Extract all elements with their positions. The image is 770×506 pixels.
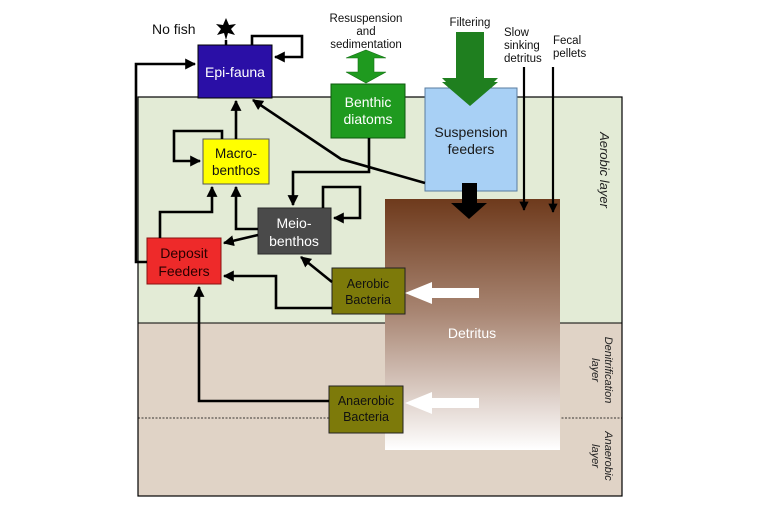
suspension-feeders-label-line2: feeders	[448, 141, 495, 157]
resuspension-label-line2: and	[356, 26, 375, 38]
aerobic-bacteria-to-deposit-feeders-arrow	[222, 270, 332, 310]
node-deposit-feeders: Deposit Feeders	[146, 237, 222, 285]
aerobic-bacteria-to-meiobenthos-arrow	[300, 255, 333, 284]
detritus-label: Detritus	[448, 325, 496, 341]
suspension-feeders-to-epifauna-arrow	[252, 98, 426, 185]
benthic-diatoms-label-line1: Benthic	[345, 94, 392, 110]
node-suspension-feeders: Suspension feeders	[424, 87, 518, 192]
meiobenthos-label-line1: Meio-	[276, 215, 311, 231]
aerobic-layer-label: Aerobic layer	[597, 131, 612, 209]
resuspension-double-arrow-icon	[345, 49, 387, 84]
deposit-feeders-to-macrobenthos-arrow	[158, 185, 218, 238]
deposit-feeders-label-line1: Deposit	[160, 245, 208, 261]
detritus-to-aerobic-bacteria-white-arrow	[405, 282, 479, 304]
slow-sinking-label-line2: sinking	[504, 40, 540, 52]
anaerobic-layer-label-line2: layer	[589, 444, 601, 469]
filtering-label: Filtering	[450, 17, 491, 29]
macrobenthos-label-line1: Macro-	[215, 146, 257, 161]
deposit-feeders-label-line2: Feeders	[158, 263, 209, 279]
meiobenthos-to-macrobenthos-arrow	[230, 185, 258, 231]
benthic-diatoms-to-meiobenthos-arrow	[287, 138, 371, 207]
resuspension-label-line3: sedimentation	[330, 39, 402, 51]
slow-sinking-label-line3: detritus	[504, 53, 542, 65]
denitrification-layer-label-line1: Denitrification	[602, 337, 614, 404]
aerobic-bacteria-label-line1: Aerobic	[347, 277, 389, 291]
aerobic-bacteria-label-line2: Bacteria	[345, 293, 391, 307]
node-macrobenthos: Macro- benthos	[202, 138, 270, 185]
node-aerobic-bacteria: Aerobic Bacteria	[331, 267, 406, 315]
detritus-to-anaerobic-bacteria-white-arrow	[405, 392, 479, 414]
fecal-pellets-label-line2: pellets	[553, 48, 586, 60]
resuspension-label-line1: Resuspension	[330, 13, 403, 25]
suspension-to-detritus-arrow	[451, 183, 487, 219]
slow-sinking-label-line1: Slow	[504, 27, 530, 39]
epifauna-self-loop-arrow	[250, 34, 304, 63]
suspension-feeders-label-line1: Suspension	[434, 124, 507, 140]
macrobenthos-self-loop-arrow	[172, 129, 224, 167]
fecal-pellets-label-line1: Fecal	[553, 35, 581, 47]
epifauna-label: Epi-fauna	[205, 64, 265, 80]
anaerobic-bacteria-to-deposit-feeders-arrow	[193, 285, 329, 403]
deposit-feeders-to-epifauna-arrow	[134, 58, 197, 264]
macrobenthos-label-line2: benthos	[212, 163, 260, 178]
anaerobic-layer-label-line1: Anaerobic	[602, 430, 614, 481]
meiobenthos-to-deposit-feeders-arrow	[222, 233, 259, 247]
no-fish-burst-icon	[216, 18, 236, 40]
meiobenthos-self-loop-arrow	[321, 185, 362, 224]
node-anaerobic-bacteria: Anaerobic Bacteria	[328, 385, 404, 434]
meiobenthos-label-line2: benthos	[269, 233, 319, 249]
node-meiobenthos: Meio- benthos	[257, 207, 332, 255]
node-epifauna: Epi-fauna	[197, 44, 273, 99]
no-fish-label: No fish	[152, 21, 196, 37]
detritus-block	[385, 199, 560, 450]
anaerobic-bacteria-label-line2: Bacteria	[343, 410, 389, 424]
denitrification-layer-label-line2: layer	[589, 358, 601, 383]
benthic-diatoms-label-line2: diatoms	[343, 111, 392, 127]
filtering-arrow-head-icon	[442, 78, 498, 106]
node-benthic-diatoms: Benthic diatoms	[330, 83, 406, 139]
anaerobic-bacteria-label-line1: Anaerobic	[338, 394, 394, 408]
